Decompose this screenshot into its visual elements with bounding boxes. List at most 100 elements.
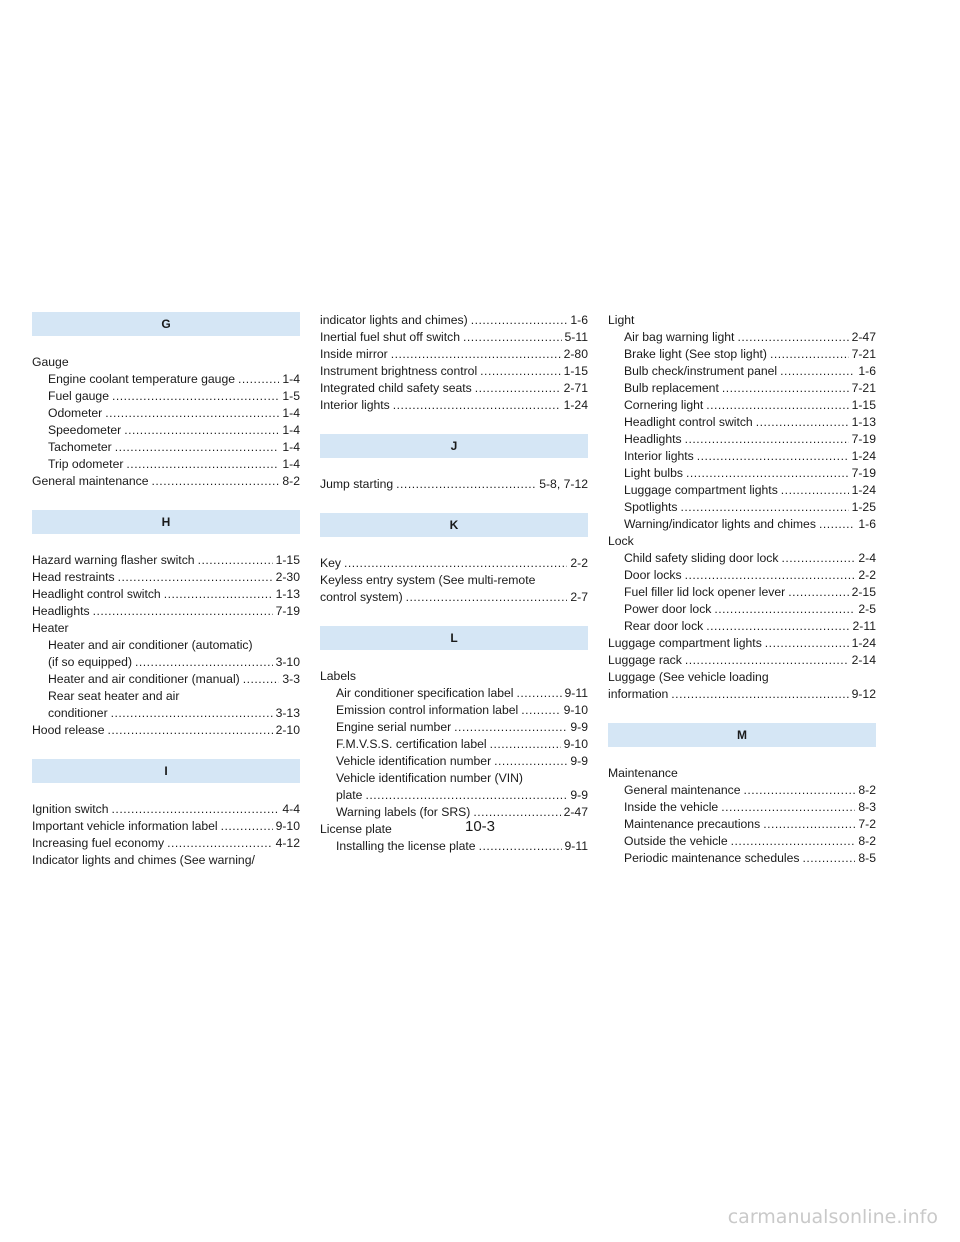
index-entry-text: Keyless entry system (See multi-remote xyxy=(320,573,536,587)
index-entry: Ignition switch4-4 xyxy=(32,801,300,818)
entry-label: General maintenance xyxy=(624,783,741,797)
dot-leader xyxy=(344,555,567,572)
entry-page-ref: 4-12 xyxy=(275,836,300,850)
dot-leader xyxy=(391,346,561,363)
index-entry-text: Labels xyxy=(320,669,356,683)
index-subentry: Engine coolant temperature gauge1-4 xyxy=(32,371,300,388)
index-column-2: indicator lights and chimes)1-6Inertial … xyxy=(320,312,588,855)
entry-label: Important vehicle information label xyxy=(32,819,218,833)
index-subentry: Light bulbs7-19 xyxy=(608,465,876,482)
index-subentry: conditioner3-13 xyxy=(32,705,300,722)
entry-page-ref: 8-2 xyxy=(282,474,300,488)
entry-page-ref: 1-15 xyxy=(563,364,588,378)
entry-page-ref: 1-24 xyxy=(851,483,876,497)
entry-label: (if so equipped) xyxy=(48,655,133,669)
entry-label: information xyxy=(608,687,669,701)
entry-label: Luggage rack xyxy=(608,653,682,667)
entry-page-ref: 8-3 xyxy=(858,800,876,814)
entry-page-ref: 1-24 xyxy=(851,449,876,463)
entry-label: Luggage compartment lights xyxy=(608,636,762,650)
dot-leader xyxy=(243,671,280,688)
entry-page-ref: 1-24 xyxy=(851,636,876,650)
index-entry: General maintenance8-2 xyxy=(32,473,300,490)
entry-page-ref: 1-15 xyxy=(851,398,876,412)
entry-label: Outside the vehicle xyxy=(624,834,728,848)
entry-label: Rear door lock xyxy=(624,619,704,633)
entry-label: Key xyxy=(320,556,342,570)
dot-leader xyxy=(238,371,279,388)
dot-leader xyxy=(731,833,856,850)
entry-label: conditioner xyxy=(48,706,108,720)
entry-page-ref: 2-11 xyxy=(852,619,877,633)
index-subentry: (if so equipped)3-10 xyxy=(32,654,300,671)
entry-label: Integrated child safety seats xyxy=(320,381,472,395)
entry-page-ref: 1-4 xyxy=(282,406,300,420)
entry-page-ref: 1-25 xyxy=(851,500,876,514)
header-spacer xyxy=(320,650,588,668)
entry-page-ref: 9-9 xyxy=(570,720,588,734)
entry-page-ref: 9-10 xyxy=(563,737,588,751)
dot-leader xyxy=(124,422,279,439)
entry-label: Brake light (See stop light) xyxy=(624,347,767,361)
entry-page-ref: 1-6 xyxy=(858,517,876,531)
entry-label: Engine coolant temperature gauge xyxy=(48,372,236,386)
entry-page-ref: 2-47 xyxy=(851,330,876,344)
dot-leader xyxy=(105,405,279,422)
dot-leader xyxy=(521,702,560,719)
watermark: carmanualsonline.info xyxy=(727,1206,938,1228)
index-subentry: Trip odometer1-4 xyxy=(32,456,300,473)
dot-leader xyxy=(802,850,855,867)
entry-page-ref: 9-10 xyxy=(275,819,300,833)
entry-page-ref: 1-13 xyxy=(851,415,876,429)
dot-leader xyxy=(152,473,280,490)
header-spacer xyxy=(32,783,300,801)
entry-page-ref: 8-2 xyxy=(858,834,876,848)
index-subentry: Warning labels (for SRS)2-47 xyxy=(320,804,588,821)
index-entry: Interior lights1-24 xyxy=(320,397,588,414)
entry-label: Headlight control switch xyxy=(32,587,161,601)
index-subentry: plate9-9 xyxy=(320,787,588,804)
entry-page-ref: 2-14 xyxy=(851,653,876,667)
index-entry-text: Light xyxy=(608,313,635,327)
entry-label: Power door lock xyxy=(624,602,712,616)
entry-page-ref: 2-2 xyxy=(858,568,876,582)
dot-leader xyxy=(788,584,848,601)
entry-page-ref: 9-9 xyxy=(570,754,588,768)
entry-page-ref: 2-47 xyxy=(563,805,588,819)
entry-label: Headlights xyxy=(32,604,90,618)
dot-leader xyxy=(454,719,567,736)
dot-leader xyxy=(770,346,849,363)
dot-leader xyxy=(471,312,568,329)
index-entry: Inside mirror2-80 xyxy=(320,346,588,363)
dot-leader xyxy=(721,799,855,816)
entry-label: Fuel filler lid lock opener lever xyxy=(624,585,786,599)
dot-leader xyxy=(756,414,849,431)
index-entry: Key2-2 xyxy=(320,555,588,572)
entry-label: Bulb check/instrument panel xyxy=(624,364,778,378)
index-subentry: Spotlights1-25 xyxy=(608,499,876,516)
dot-leader xyxy=(490,736,561,753)
index-entry: Important vehicle information label 9-10 xyxy=(32,818,300,835)
dot-leader xyxy=(706,397,848,414)
index-entry: Headlight control switch1-13 xyxy=(32,586,300,603)
index-letter-header: I xyxy=(32,759,300,783)
entry-page-ref: 3-3 xyxy=(282,672,300,686)
dot-leader xyxy=(737,329,848,346)
index-subentry: Bulb check/instrument panel1-6 xyxy=(608,363,876,380)
entry-page-ref: 2-7 xyxy=(570,590,588,604)
entry-label: Speedometer xyxy=(48,423,122,437)
index-entry: Hood release2-10 xyxy=(32,722,300,739)
index-subentry-text: Heater and air conditioner (automatic) xyxy=(48,638,253,652)
dot-leader xyxy=(706,618,849,635)
index-subentry: Door locks 2-2 xyxy=(608,567,876,584)
index-letter-header: K xyxy=(320,513,588,537)
entry-label: Door locks xyxy=(624,568,682,582)
entry-label: Air bag warning light xyxy=(624,330,735,344)
entry-label: Head restraints xyxy=(32,570,115,584)
index-entry: Luggage rack 2-14 xyxy=(608,652,876,669)
entry-label: plate xyxy=(336,788,363,802)
dot-leader xyxy=(517,685,562,702)
dot-leader xyxy=(765,635,849,652)
entry-label: Inertial fuel shut off switch xyxy=(320,330,461,344)
entry-page-ref: 8-2 xyxy=(858,783,876,797)
